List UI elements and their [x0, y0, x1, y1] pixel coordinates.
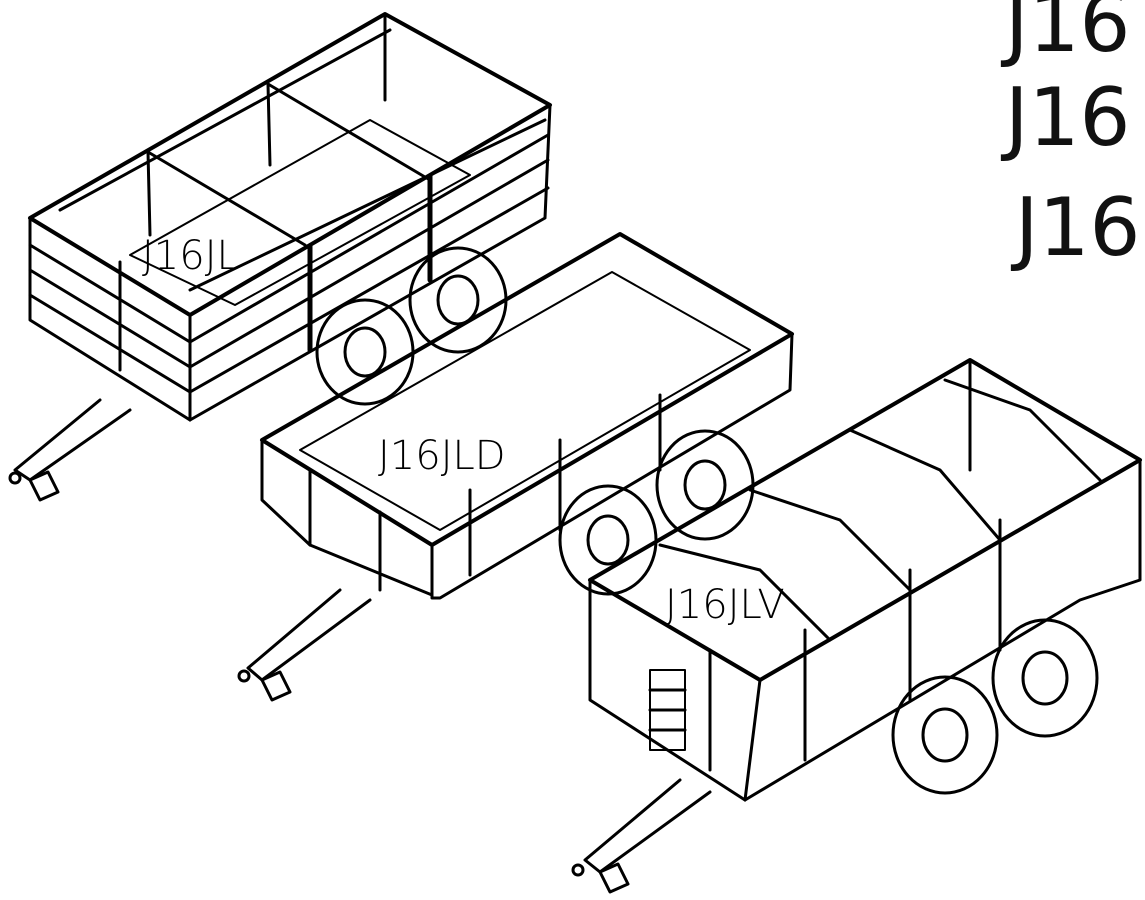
label-j16jlv: J16JLV: [665, 582, 785, 628]
heading-line-3: J16: [1015, 181, 1141, 274]
heading-line-1: J16: [1005, 0, 1131, 70]
trailer-jl: [8, 12, 552, 502]
trailer-jlv: [571, 358, 1142, 894]
label-j16jl: J16JL: [142, 233, 239, 279]
trailer-jld: [237, 232, 794, 702]
label-j16jld: J16JLD: [378, 433, 506, 479]
heading-line-2: J16: [1005, 71, 1131, 164]
